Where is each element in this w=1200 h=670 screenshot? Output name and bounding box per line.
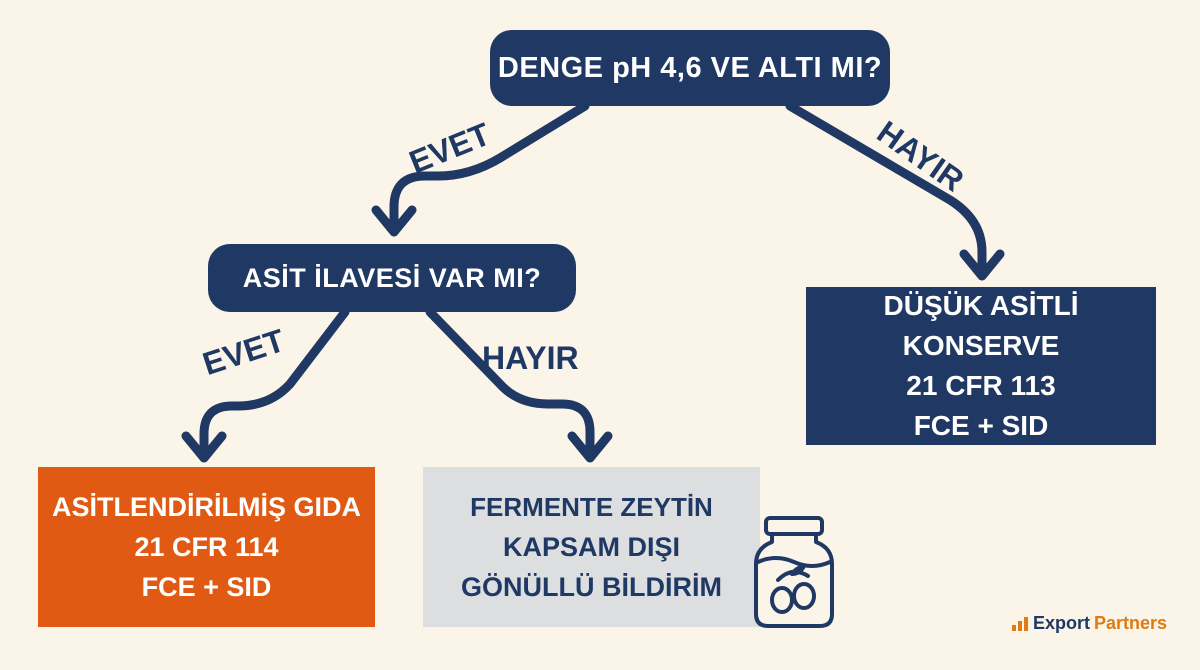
- decision-ph-check-label: DENGE pH 4,6 VE ALTI MI?: [497, 51, 883, 84]
- brand-name-export: Export: [1033, 613, 1091, 633]
- outcome-acidified-title: ASİTLENDİRİLMİŞ GIDA: [52, 492, 361, 522]
- outcome-fermented-title: FERMENTE ZEYTİN: [470, 492, 713, 522]
- outcome-acidified-regulation: 21 CFR 114: [134, 532, 279, 562]
- outcome-acidified-food: ASİTLENDİRİLMİŞ GIDA 21 CFR 114 FCE + SI…: [38, 467, 375, 627]
- outcome-fermented-olive: FERMENTE ZEYTİN KAPSAM DIŞI GÖNÜLLÜ BİLD…: [423, 467, 760, 627]
- arrow-root-no: [785, 101, 987, 275]
- brand-name-partners: Partners: [1094, 613, 1168, 633]
- outcome-low-acid-title: DÜŞÜK ASİTLİ KONSERVE: [883, 290, 1079, 361]
- arrow-acid-no: [425, 307, 595, 457]
- outcome-low-acid-filing: FCE + SID: [913, 410, 1049, 441]
- decision-acid-added: ASİT İLAVESİ VAR MI?: [208, 244, 576, 312]
- decision-ph-check: DENGE pH 4,6 VE ALTI MI?: [490, 30, 890, 106]
- outcome-fermented-notice: GÖNÜLLÜ BİLDİRİM: [461, 572, 722, 602]
- olive-jar-icon: [754, 516, 834, 628]
- outcome-low-acid-regulation: 21 CFR 113: [906, 370, 1056, 401]
- arrowhead-root-yes: [371, 205, 417, 237]
- outcome-fermented-scope: KAPSAM DIŞI: [502, 532, 681, 562]
- arrowhead-acid-yes: [181, 431, 227, 463]
- arrowhead-root-no: [959, 249, 1005, 281]
- outcome-low-acid-canned: DÜŞÜK ASİTLİ KONSERVE 21 CFR 113 FCE + S…: [806, 287, 1156, 445]
- chart-bars-icon: [1012, 616, 1028, 631]
- decision-acid-added-label: ASİT İLAVESİ VAR MI?: [242, 262, 542, 293]
- arrow-acid-yes: [199, 307, 350, 457]
- branch-label-acid-no: HAYIR: [482, 340, 579, 376]
- arrow-root-yes: [389, 101, 590, 231]
- arrowhead-acid-no: [567, 431, 613, 463]
- outcome-acidified-filing: FCE + SID: [141, 572, 272, 602]
